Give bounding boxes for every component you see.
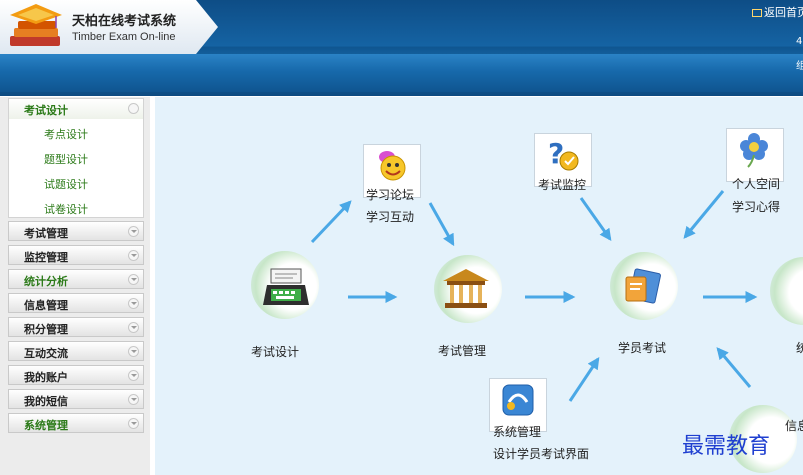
arrow-system-to-student: [568, 357, 600, 402]
sidebar-group-label: 互动交流: [24, 347, 68, 360]
chevron-down-icon: [128, 274, 139, 285]
watermark-text: 最需教育: [682, 434, 771, 459]
mail-icon: [752, 9, 762, 17]
sidebar-item-paper-design[interactable]: 试卷设计: [44, 203, 88, 216]
chevron-down-icon: [128, 250, 139, 261]
sidebar-group-label: 我的账户: [24, 371, 68, 384]
label-exam-monitor: 考试监控: [538, 178, 587, 192]
sidebar-item-point-design[interactable]: 考点设计: [44, 128, 88, 141]
app-title-en: Timber Exam On-line: [72, 31, 176, 43]
arrow-info-to-student: [716, 347, 752, 388]
label-exam-manage: 考试管理: [438, 344, 487, 358]
chevron-down-icon: [128, 322, 139, 333]
label-forum: 学习论坛: [366, 188, 415, 202]
chevron-down-icon: [128, 346, 139, 357]
sidebar-group-statistics[interactable]: 统计分析: [8, 269, 144, 289]
collapse-icon[interactable]: [128, 103, 139, 114]
label-info: 信息: [785, 419, 803, 433]
label-personal-space: 个人空间: [732, 177, 781, 191]
sidebar-group-points[interactable]: 积分管理: [8, 317, 144, 337]
label-design-ui: 设计学员考试界面: [493, 447, 590, 461]
sidebar-group-messages[interactable]: 我的短信: [8, 389, 144, 409]
sidebar-item-question-design[interactable]: 试题设计: [44, 178, 88, 191]
books-logo-icon: [10, 4, 62, 46]
smiley-forum-icon: [379, 151, 406, 181]
sidebar-group-exam-design: 考试设计 考点设计 题型设计 试题设计 试卷设计: [8, 98, 144, 218]
back-home-link[interactable]: 返回首页: [752, 4, 803, 20]
sidebar-group-label: 我的短信: [24, 395, 68, 408]
question-monitor-icon: ?: [548, 137, 579, 171]
label-right-edge: 统: [796, 341, 803, 355]
arrow-forum-to-manage: [428, 202, 455, 247]
typewriter-icon: [263, 268, 309, 305]
sidebar-item-type-design[interactable]: 题型设计: [44, 153, 88, 166]
sidebar-group-label: 考试管理: [24, 227, 68, 240]
sidebar-group-info[interactable]: 信息管理: [8, 293, 144, 313]
label-interaction: 学习互动: [366, 210, 415, 224]
label-system-manage: 系统管理: [493, 425, 542, 439]
header-band: [0, 54, 803, 92]
arrow-design-to-forum: [310, 200, 352, 244]
sidebar-group-label: 统计分析: [24, 275, 68, 288]
sidebar: 考试设计 考点设计 题型设计 试题设计 试卷设计 考试管理 监控管理 统计分析 …: [0, 97, 150, 475]
sidebar-group-monitor[interactable]: 监控管理: [8, 245, 144, 265]
chevron-down-icon: [128, 418, 139, 429]
sidebar-group-header[interactable]: 考试设计: [9, 99, 143, 119]
label-exam-design: 考试设计: [251, 345, 300, 359]
chevron-down-icon: [128, 370, 139, 381]
sidebar-group-account[interactable]: 我的账户: [8, 365, 144, 385]
chevron-down-icon: [128, 394, 139, 405]
back-home-label: 返回首页: [764, 6, 803, 19]
sidebar-group-label: 信息管理: [24, 299, 68, 312]
arrow-monitor-to-student: [579, 197, 612, 241]
sidebar-group-label: 系统管理: [24, 419, 68, 432]
flow-arrows: [310, 190, 758, 402]
building-icon: [443, 269, 489, 308]
app-title-cn: 天柏在线考试系统: [72, 14, 177, 29]
sidebar-group-label: 积分管理: [24, 323, 68, 336]
logo-area: 天柏在线考试系统 Timber Exam On-line: [0, 0, 218, 54]
sidebar-group-system[interactable]: 系统管理: [8, 413, 144, 433]
chevron-down-icon: [128, 298, 139, 309]
node-info-partial[interactable]: [729, 405, 797, 473]
header-edge-glyph-1: 4: [796, 36, 803, 47]
label-study-notes: 学习心得: [732, 200, 781, 214]
header-edge-glyph-2: 组: [796, 61, 803, 72]
sidebar-group-label: 监控管理: [24, 251, 68, 264]
sidebar-group-interaction[interactable]: 互动交流: [8, 341, 144, 361]
arrow-space-to-student: [683, 190, 725, 239]
flower-icon: [740, 133, 768, 168]
label-student-exam: 学员考试: [618, 341, 667, 355]
flow-panel: 考试设计 学习论坛 学习互动 考试管理 ? 考试监控 个人空间 学习心得: [155, 97, 803, 475]
student-exam-icon: [625, 268, 661, 304]
sidebar-group-label: 考试设计: [24, 104, 68, 117]
chevron-down-icon: [128, 226, 139, 237]
system-manage-icon: [502, 384, 534, 416]
sidebar-group-exam-manage[interactable]: 考试管理: [8, 221, 144, 241]
node-exam-manage[interactable]: [434, 255, 502, 323]
top-header: 天柏在线考试系统 Timber Exam On-line 返回首页 4 组: [0, 0, 803, 96]
